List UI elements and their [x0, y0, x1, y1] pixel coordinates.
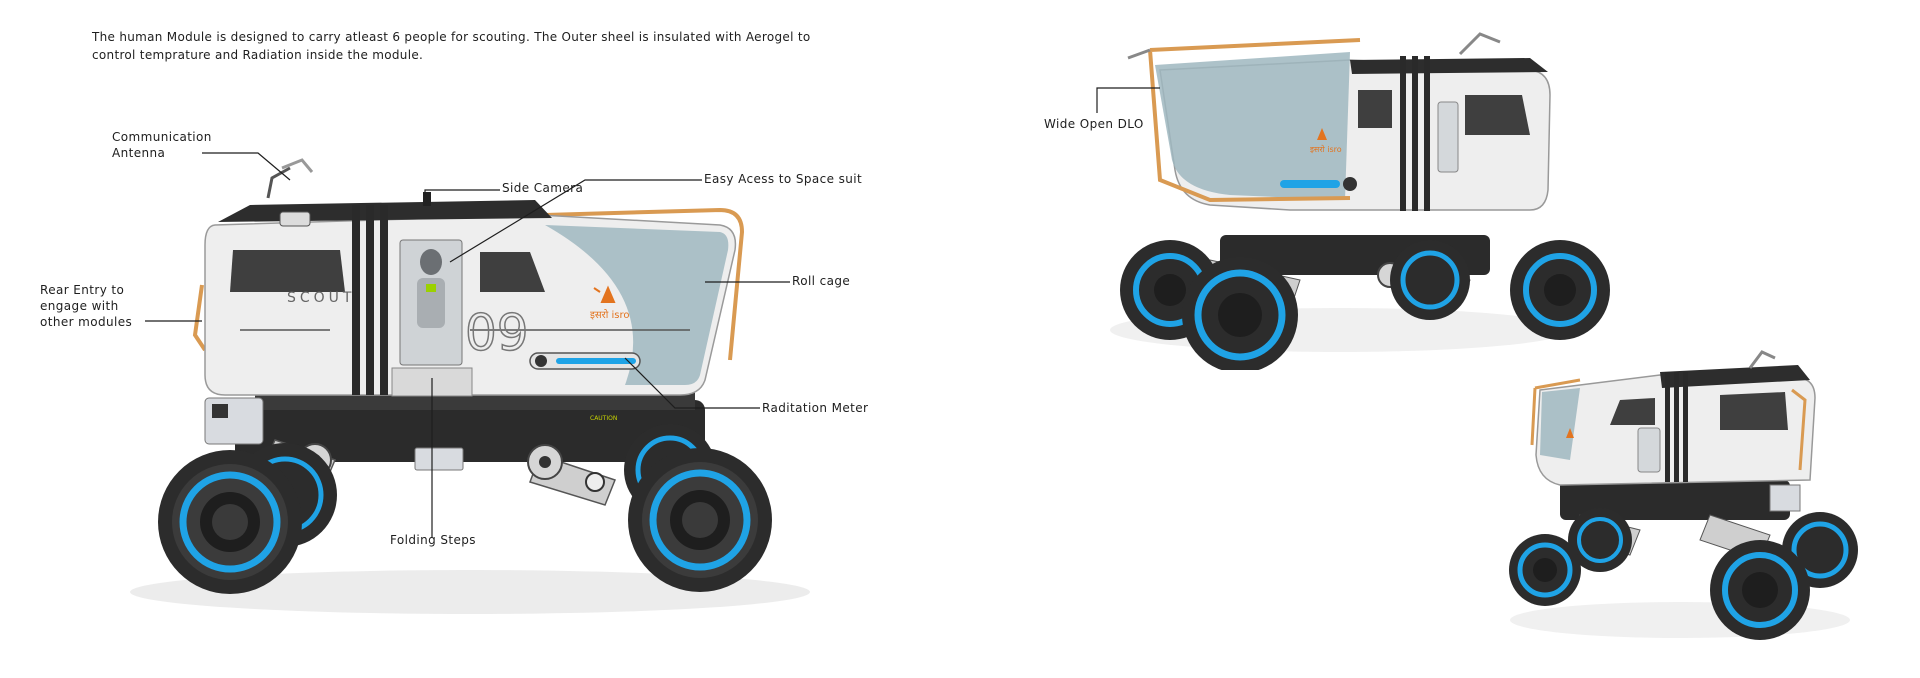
isro-logo-icon-3 — [1566, 428, 1574, 438]
description-text: The human Module is designed to carry at… — [92, 30, 811, 62]
vehicle-side-text: SCOUT — [287, 290, 355, 306]
label-roll-cage: Roll cage — [792, 274, 851, 288]
isro-logo-icon — [593, 285, 616, 303]
vehicle-number: 09 — [465, 304, 529, 362]
scout-rover-three-quarter-view: इसरो isro — [1110, 32, 1610, 370]
isro-logo-icon-2 — [1317, 128, 1327, 140]
label-radiation-meter: Raditation Meter — [762, 401, 869, 415]
label-communication-antenna: Communication Antenna — [112, 130, 212, 160]
label-easy-access-space-suit: Easy Acess to Space suit — [704, 172, 863, 186]
svg-text:CAUTION: CAUTION — [590, 415, 617, 422]
scout-rover-rear-view — [1509, 350, 1858, 640]
scout-rover-side-view: CAUTION — [130, 158, 810, 614]
label-folding-steps: Folding Steps — [390, 533, 476, 547]
isro-logo-text-2: इसरो isro — [1310, 144, 1342, 154]
isro-logo-text: इसरो isro — [590, 309, 630, 321]
label-side-camera: Side Camera — [502, 181, 584, 195]
label-wide-open-dlo: Wide Open DLO — [1044, 117, 1144, 131]
label-rear-entry: Rear Entry to engage with other modules — [40, 283, 133, 329]
